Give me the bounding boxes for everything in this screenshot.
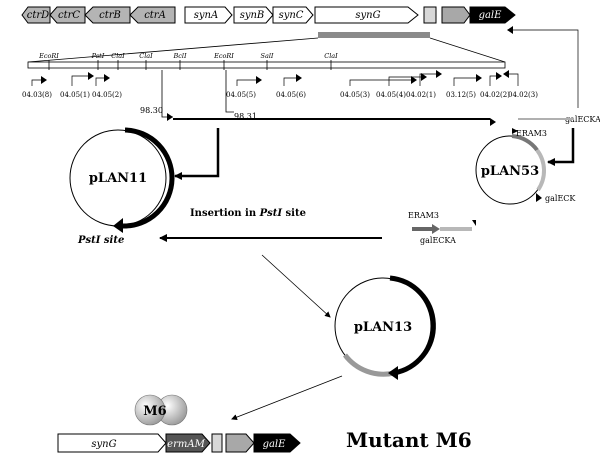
mutant-title: Mutant M6 bbox=[346, 428, 472, 452]
galeck-head bbox=[536, 193, 542, 202]
probe-label: 04.05(1) bbox=[60, 91, 90, 99]
gene-label-ctrB: ctrB bbox=[99, 10, 121, 21]
gene-label-ctrC: ctrC bbox=[58, 10, 80, 21]
gene-label-synB: synB bbox=[240, 10, 265, 21]
region-bar bbox=[318, 32, 430, 38]
plasmid-pLAN13-insert-head bbox=[388, 366, 398, 380]
cassette-end-head bbox=[472, 220, 476, 226]
eram3-a-label: ERAM3 bbox=[516, 129, 547, 138]
restriction-map: EcoRI PstI ClaI ClaI BclI EcoRI SalI Cla… bbox=[22, 26, 600, 126]
top-gene-map: ctrD ctrC ctrB ctrA synA synB synC synG … bbox=[21, 6, 516, 63]
bottom-label-ermAM: ermAM bbox=[167, 439, 205, 450]
probe-label: 03.12(5) bbox=[446, 91, 476, 99]
probe-label: 04.02(2) bbox=[480, 91, 510, 99]
galecka-top-label: galECKA bbox=[565, 115, 600, 124]
gene-label-ctrD: ctrD bbox=[27, 10, 49, 21]
bottom-gene-galE bbox=[253, 433, 301, 453]
bottom-small-box bbox=[211, 433, 223, 453]
gene-small-box bbox=[423, 6, 437, 24]
bottom-gene-ermAM bbox=[165, 433, 211, 453]
arrow-to-pLAN11 bbox=[174, 128, 220, 180]
probe-label: 04.03(8) bbox=[22, 91, 52, 99]
eram3-a-head bbox=[512, 128, 518, 134]
gene-synG bbox=[314, 6, 419, 24]
restriction-site-ticks bbox=[48, 60, 332, 70]
site-label-clai-3: ClaI bbox=[324, 52, 338, 60]
plasmid-pLAN13: pLAN13 bbox=[261, 254, 436, 380]
primer-9831-label: 98.31 bbox=[234, 112, 257, 121]
gene-galE bbox=[469, 6, 516, 24]
psti-site-label: PstI site bbox=[77, 235, 124, 246]
gene-label-synA: synA bbox=[194, 10, 218, 21]
plasmid-pLAN11-insert bbox=[122, 127, 175, 229]
bottom-label-synG: synG bbox=[91, 439, 116, 450]
probe-label: 04.02(3) bbox=[508, 91, 538, 99]
plasmid-pLAN13-insert-black bbox=[389, 275, 436, 376]
gene-label-ctrA: ctrA bbox=[144, 10, 166, 21]
plasmid-pLAN53-label: pLAN53 bbox=[481, 164, 539, 179]
cassette-dark-head bbox=[432, 224, 440, 234]
plasmid-pLAN11: pLAN11 bbox=[69, 127, 220, 233]
bottom-gene-synG bbox=[57, 433, 167, 453]
plasmid-pLAN53-insert-light bbox=[535, 148, 546, 192]
probe-arrowheads bbox=[41, 70, 509, 84]
primer-9831-line bbox=[225, 70, 234, 113]
restriction-map-bar bbox=[27, 61, 506, 69]
bottom-label-galE: galE bbox=[263, 439, 287, 450]
m6-label: M6 bbox=[143, 404, 166, 419]
site-label-bcli: BclI bbox=[172, 52, 186, 60]
gene-ctrA bbox=[129, 6, 176, 24]
mutant-m6: M6 synG ermAM galE Mutant M6 bbox=[57, 375, 472, 453]
insertion-text: Insertion in PstI site bbox=[190, 208, 306, 219]
insertion-row: Insertion in PstI site PstI site ERAM3 g… bbox=[77, 208, 476, 246]
site-label-clai-2: ClaI bbox=[139, 52, 153, 60]
site-label-psti: PstI bbox=[91, 52, 105, 60]
site-label-ecori-1: EcoRI bbox=[38, 52, 59, 60]
probe-label: 04.05(6) bbox=[276, 91, 306, 99]
probe-label: 04.05(4) bbox=[376, 91, 406, 99]
probe-label: 04.05(5) bbox=[226, 91, 256, 99]
expansion-line-right bbox=[429, 37, 506, 63]
eram3-b-label: ERAM3 bbox=[408, 211, 439, 220]
galecka-head bbox=[507, 26, 513, 34]
probe-labels: 04.03(8) 04.05(1)04.05(2) 04.05(5) 04.05(6)… bbox=[22, 91, 538, 99]
primer-9830-label: 98.30 bbox=[140, 106, 163, 115]
probe-label: 04.05(3) bbox=[340, 91, 370, 99]
arrow-to-pLAN13 bbox=[261, 254, 331, 318]
gene-gray-arrow bbox=[441, 6, 471, 24]
plasmid-pLAN53: pLAN53 ERAM3 galECK bbox=[475, 128, 576, 205]
plasmid-pLAN13-label: pLAN13 bbox=[354, 320, 412, 335]
gene-label-synG: synG bbox=[355, 10, 380, 21]
gene-label-galE: galE bbox=[479, 10, 503, 21]
galeck-label: galECK bbox=[545, 194, 576, 203]
probe-label: 04.02(1) bbox=[406, 91, 436, 99]
plasmid-pLAN11-label: pLAN11 bbox=[89, 171, 147, 186]
gene-synC bbox=[272, 6, 314, 24]
arrow-to-pLAN53 bbox=[547, 128, 575, 166]
gene-label-synC: synC bbox=[279, 10, 304, 21]
amplicon-right-head bbox=[490, 118, 496, 126]
galecka-line bbox=[513, 29, 579, 108]
m6-sphere-front bbox=[134, 394, 166, 426]
plasmid-pLAN13-insert-gray bbox=[343, 353, 395, 377]
expansion-line-left bbox=[27, 37, 319, 63]
primer-9830-head bbox=[167, 113, 173, 121]
plasmid-pLAN53-insert-dark bbox=[511, 134, 539, 152]
site-label-ecori-2: EcoRI bbox=[213, 52, 234, 60]
bottom-gene-gray bbox=[225, 433, 255, 453]
galecka-mid-label: galECKA bbox=[420, 236, 456, 245]
site-label-sali: SalI bbox=[261, 52, 274, 60]
plasmid-pLAN11-insert-head bbox=[113, 218, 123, 233]
site-label-clai-1: ClaI bbox=[111, 52, 125, 60]
arrow-to-mutant bbox=[231, 375, 343, 420]
primer-9830-line bbox=[161, 70, 173, 118]
gene-synB bbox=[233, 6, 274, 24]
gene-synA bbox=[184, 6, 233, 24]
probe-label: 04.05(2) bbox=[92, 91, 122, 99]
